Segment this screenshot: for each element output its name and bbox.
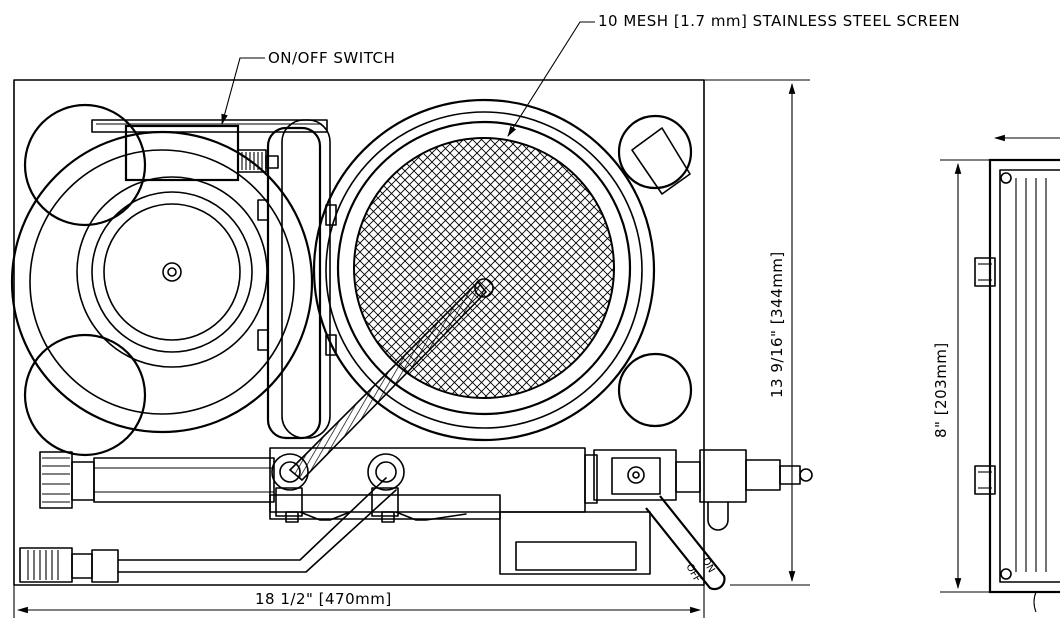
mount-bolts bbox=[257, 199, 337, 356]
height-dimension-label: 13 9/16" [344mm] bbox=[768, 251, 786, 398]
mesh-screen bbox=[353, 137, 615, 399]
valve-on-label: ON bbox=[699, 556, 716, 575]
dimension-width: 18 1/2" [470mm] bbox=[13, 585, 705, 618]
ball-valve bbox=[593, 449, 813, 591]
strainer-basket bbox=[312, 98, 656, 442]
dimension-height: 13 9/16" [344mm] bbox=[704, 79, 810, 586]
valve-off-label: OFF bbox=[683, 562, 702, 584]
width-dimension-label: 18 1/2" [470mm] bbox=[255, 590, 392, 608]
screen-callout: 10 MESH [1.7 mm] STAINLESS STEEL SCREEN bbox=[507, 12, 960, 137]
side-fittings bbox=[974, 257, 996, 495]
switch-callout: ON/OFF SWITCH bbox=[221, 49, 395, 126]
base-frame bbox=[13, 79, 705, 586]
pump-assembly bbox=[10, 79, 813, 591]
discharge-hose bbox=[19, 477, 397, 583]
side-height-dimension-label: 8" [203mm] bbox=[932, 342, 950, 438]
switch-callout-label: ON/OFF SWITCH bbox=[268, 49, 395, 67]
motor-housing bbox=[10, 103, 314, 457]
on-off-switch bbox=[124, 124, 279, 182]
screen-callout-label: 10 MESH [1.7 mm] STAINLESS STEEL SCREEN bbox=[598, 12, 960, 30]
side-view bbox=[974, 158, 1060, 613]
t-handle bbox=[288, 278, 494, 482]
dimension-side-height: 8" [203mm] bbox=[932, 134, 1060, 593]
